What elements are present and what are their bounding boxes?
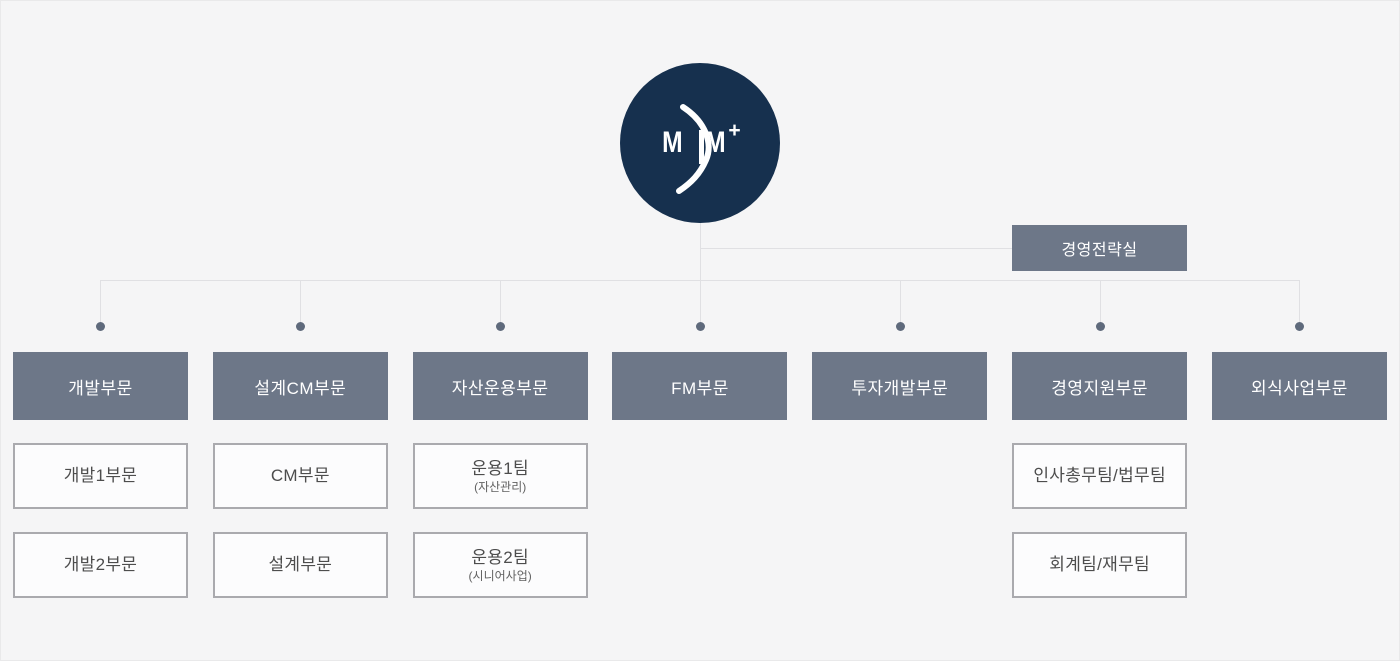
sub-dept-box: 운용2팀 (시니어사업) (412, 532, 588, 598)
connector-drop (100, 280, 101, 323)
column-development: 개발부문 개발1부문 개발2부문 (13, 352, 188, 598)
connector-drop (700, 280, 701, 323)
dept-box: 자산운용부문 (412, 352, 588, 420)
dept-box: FM부문 (612, 352, 788, 420)
dept-box: 개발부문 (13, 352, 188, 420)
connector-stem (700, 223, 701, 280)
column-design-cm: 설계CM부문 CM부문 설계부문 (212, 352, 388, 598)
column-management-support: 경영지원부문 인사총무팀/법무팀 회계팀/재무팀 (1012, 352, 1188, 598)
dept-box: 투자개발부문 (812, 352, 988, 420)
connector-dot (496, 322, 505, 331)
sub-dept-note: (시니어사업) (468, 568, 532, 583)
column-investment-development: 투자개발부문 (812, 352, 988, 598)
sub-dept-label: 인사총무팀/법무팀 (1033, 466, 1166, 485)
dept-box: 외식사업부문 (1211, 352, 1387, 420)
sub-dept-label: 운용2팀 (471, 547, 529, 567)
sub-dept-note: (자산관리) (474, 479, 527, 494)
column-asset-management: 자산운용부문 운용1팀 (자산관리) 운용2팀 (시니어사업) (412, 352, 588, 598)
connector-dot (1096, 322, 1105, 331)
connector-drop (1100, 280, 1101, 323)
sub-dept-label: 개발2부문 (63, 555, 138, 574)
dept-box-strategy-office: 경영전략실 (1012, 225, 1187, 271)
sub-dept-box: 운용1팀 (자산관리) (412, 443, 588, 509)
logo-wordmark: M M + (660, 91, 741, 195)
connector-drop (900, 280, 901, 323)
sub-dept-label: 회계팀/재무팀 (1049, 555, 1150, 574)
sub-dept-label: 운용1팀 (471, 458, 529, 478)
sub-dept-box: CM부문 (212, 443, 388, 509)
sub-dept-box: 회계팀/재무팀 (1012, 532, 1188, 598)
sub-dept-box: 개발1부문 (13, 443, 188, 509)
connector-dot (696, 322, 705, 331)
company-logo: M M + (620, 63, 780, 223)
logo-letter-m-left: M (662, 126, 684, 159)
connector-dot (96, 322, 105, 331)
logo-letter-m-right: M (705, 126, 726, 159)
connector-dot (296, 322, 305, 331)
connector-dot (1295, 322, 1304, 331)
sub-dept-box: 설계부문 (212, 532, 388, 598)
connector-branch-strategy (700, 248, 1013, 249)
connector-drop (500, 280, 501, 323)
connector-main-horizontal (100, 280, 1299, 281)
dept-box: 설계CM부문 (212, 352, 388, 420)
sub-dept-box: 인사총무팀/법무팀 (1012, 443, 1188, 509)
connector-drop (1299, 280, 1300, 323)
sub-dept-label: CM부문 (270, 466, 330, 485)
sub-dept-box: 개발2부문 (13, 532, 188, 598)
sub-dept-label: 설계부문 (268, 555, 333, 574)
department-columns: 개발부문 개발1부문 개발2부문 설계CM부문 CM부문 설계부문 자산운용부문… (13, 352, 1387, 598)
sub-dept-label: 개발1부문 (63, 466, 138, 485)
column-fm: FM부문 (612, 352, 788, 598)
connector-drop (300, 280, 301, 323)
column-food-service: 외식사업부문 (1211, 352, 1387, 598)
logo-crescent-icon (676, 104, 712, 194)
dept-box: 경영지원부문 (1012, 352, 1188, 420)
logo-plus-sign: + (728, 118, 741, 142)
connector-dot (896, 322, 905, 331)
